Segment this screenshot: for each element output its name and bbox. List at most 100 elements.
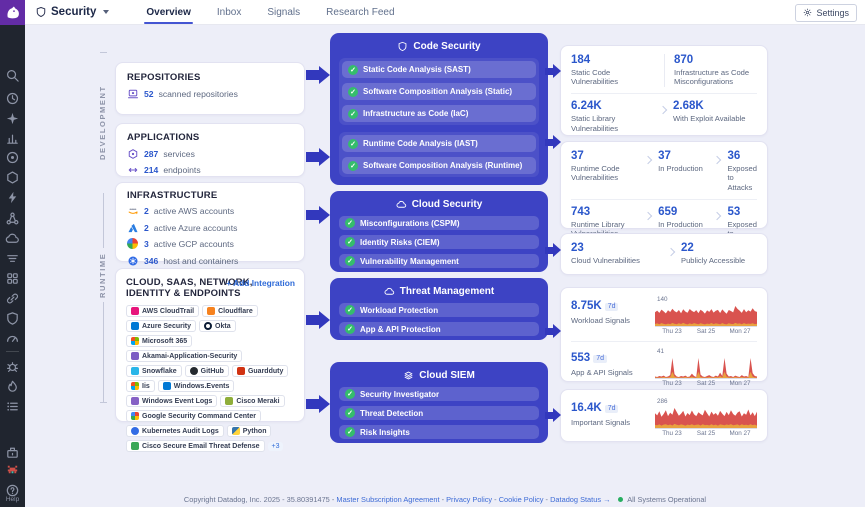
pill-label: Azure Security xyxy=(142,322,192,330)
gauge-icon[interactable] xyxy=(5,331,20,346)
pipeline-item-vuln-mgmt[interactable]: Vulnerability Management xyxy=(339,254,539,268)
bug-icon[interactable] xyxy=(5,359,20,374)
events-icon[interactable] xyxy=(5,399,20,414)
info-row[interactable]: 2 active AWS accounts xyxy=(127,205,293,217)
link-datadog-status[interactable]: Datadog Status → xyxy=(550,495,611,504)
stat-value: 184 xyxy=(571,54,591,66)
stat-cloud-vulns[interactable]: 23 Cloud Vulnerabilities xyxy=(571,242,663,265)
stat-value: 8.75K xyxy=(571,300,602,312)
code-findings-card: 184 Static Code Vulnerabilities 870 Infr… xyxy=(560,45,768,136)
integration-pill-azure-security[interactable]: Azure Security xyxy=(126,320,197,332)
info-row[interactable]: 346 host and containers xyxy=(127,255,293,267)
integration-pill-iis[interactable]: Iis xyxy=(126,380,155,392)
stat-iac-misconfigs[interactable]: 870 Infrastructure as Code Misconfigurat… xyxy=(674,54,757,87)
apm-icon[interactable] xyxy=(5,190,20,205)
pipeline-item-sca-runtime[interactable]: Software Composition Analysis (Runtime) xyxy=(342,157,536,174)
info-row[interactable]: 52 scanned repositories xyxy=(127,88,293,100)
integration-pill-guardduty[interactable]: Guardduty xyxy=(231,365,289,377)
check-icon xyxy=(345,256,355,266)
pipeline-item-iac[interactable]: Infrastructure as Code (IaC) xyxy=(342,105,536,122)
check-icon xyxy=(348,64,358,75)
link-cookie-policy[interactable]: Cookie Policy xyxy=(498,495,544,504)
stat-in-production[interactable]: 659 In Production xyxy=(658,206,709,229)
network-map-icon[interactable] xyxy=(5,211,20,226)
pipeline-card-title: Cloud Security xyxy=(411,199,483,210)
integration-pill-windows-events[interactable]: Windows.Events xyxy=(157,380,235,392)
monitors-icon[interactable] xyxy=(5,150,20,165)
logs-icon[interactable] xyxy=(5,251,20,266)
ci-visibility-icon[interactable] xyxy=(5,445,20,460)
timeframe-badge: 7d xyxy=(604,302,619,311)
settings-button[interactable]: Settings xyxy=(795,3,857,22)
integration-pill-cisco-meraki[interactable]: Cisco Meraki xyxy=(220,395,285,407)
info-row[interactable]: 3 active GCP accounts xyxy=(127,238,293,250)
more-integrations-badge[interactable]: +3 xyxy=(267,441,284,451)
integration-pill-kubernetes-audit-logs[interactable]: Kubernetes Audit Logs xyxy=(126,425,224,437)
pipeline-item-security-investigator[interactable]: Security Investigator xyxy=(339,387,539,401)
integration-pill-google-scc[interactable]: Google Security Command Center xyxy=(126,410,261,422)
help-icon[interactable] xyxy=(5,483,20,498)
invader-icon[interactable] xyxy=(5,462,20,477)
integration-pill-aws-cloudtrail[interactable]: AWS CloudTrail xyxy=(126,305,200,317)
stat-static-library-vulns[interactable]: 6.24K Static Library Vulnerabilities xyxy=(571,100,655,133)
integrations-icon[interactable] xyxy=(5,271,20,286)
stat-exploit-available[interactable]: 2.68K With Exploit Available xyxy=(673,100,757,123)
integration-pill-cisco-secure-email[interactable]: Cisco Secure Email Threat Defense xyxy=(126,440,265,452)
datadog-logo-icon[interactable] xyxy=(0,0,25,25)
security-shield-icon[interactable] xyxy=(5,311,20,326)
stat-static-code-vulns[interactable]: 184 Static Code Vulnerabilities xyxy=(571,54,655,87)
pipeline-item-cspm[interactable]: Misconfigurations (CSPM) xyxy=(339,216,539,230)
pipeline-item-risk-insights[interactable]: Risk Insights xyxy=(339,425,539,439)
integration-pill-okta[interactable]: Okta xyxy=(199,320,236,332)
tab-inbox[interactable]: Inbox xyxy=(216,6,242,18)
pipeline-item-iast[interactable]: Runtime Code Analysis (IAST) xyxy=(342,135,536,152)
service-links-icon[interactable] xyxy=(5,291,20,306)
integration-pill-python[interactable]: Python xyxy=(226,425,272,437)
integration-pill-cloudflare[interactable]: Cloudflare xyxy=(202,305,258,317)
integration-pill-snowflake[interactable]: Snowflake xyxy=(126,365,182,377)
infrastructure-icon[interactable] xyxy=(5,170,20,185)
add-integration-button[interactable]: + Add Integration xyxy=(226,278,295,288)
history-icon[interactable] xyxy=(5,91,20,106)
pipeline-item-threat-detection[interactable]: Threat Detection xyxy=(339,406,539,420)
info-row[interactable]: 214 endpoints xyxy=(127,164,293,176)
dashboards-icon[interactable] xyxy=(5,131,20,146)
pill-label: Kubernetes Audit Logs xyxy=(142,427,219,435)
cloud-security-icon[interactable] xyxy=(5,231,20,246)
integration-pill-akamai[interactable]: Akamai-Application-Security xyxy=(126,350,243,362)
integration-pill-github[interactable]: GitHub xyxy=(184,365,229,377)
info-row[interactable]: 287 services xyxy=(127,148,293,160)
pipeline-item-ciem[interactable]: Identity Risks (CIEM) xyxy=(339,235,539,249)
tab-overview[interactable]: Overview xyxy=(133,0,203,24)
info-row[interactable]: 2 active Azure accounts xyxy=(127,222,293,234)
tab-signals[interactable]: Signals xyxy=(267,6,301,18)
stat-exposed-to-attacks[interactable]: 36 Exposed to Attacks xyxy=(727,150,757,193)
link-privacy-policy[interactable]: Privacy Policy xyxy=(446,495,493,504)
product-switcher[interactable]: Security xyxy=(35,6,110,18)
flow-arrow xyxy=(306,148,330,166)
check-icon xyxy=(345,389,355,399)
integration-pill-microsoft-365[interactable]: Microsoft 365 xyxy=(126,335,193,347)
link-master-subscription-agreement[interactable]: Master Subscription Agreement xyxy=(336,495,440,504)
profiling-icon[interactable] xyxy=(5,379,20,394)
stat-runtime-code-vulns[interactable]: 37 Runtime Code Vulnerabilities xyxy=(571,150,640,183)
pipeline-item-workload-protection[interactable]: Workload Protection xyxy=(339,303,539,317)
pipeline-item-app-api-protection[interactable]: App & API Protection xyxy=(339,322,539,336)
stat-in-production[interactable]: 37 In Production xyxy=(658,150,709,173)
stat-count: 2 xyxy=(144,206,149,216)
help-label[interactable]: Help xyxy=(5,496,20,503)
watchdog-icon[interactable] xyxy=(5,111,20,126)
pipeline-item-sca-static[interactable]: Software Composition Analysis (Static) xyxy=(342,83,536,100)
chevron-right-icon xyxy=(658,105,668,115)
search-icon[interactable] xyxy=(5,68,20,83)
pipeline-item-sast[interactable]: Static Code Analysis (SAST) xyxy=(342,61,536,78)
stat-publicly-accessible[interactable]: 22 Publicly Accessible xyxy=(681,242,757,265)
tab-research-feed[interactable]: Research Feed xyxy=(326,6,395,18)
integration-pill-windows-event-logs[interactable]: Windows Event Logs xyxy=(126,395,218,407)
